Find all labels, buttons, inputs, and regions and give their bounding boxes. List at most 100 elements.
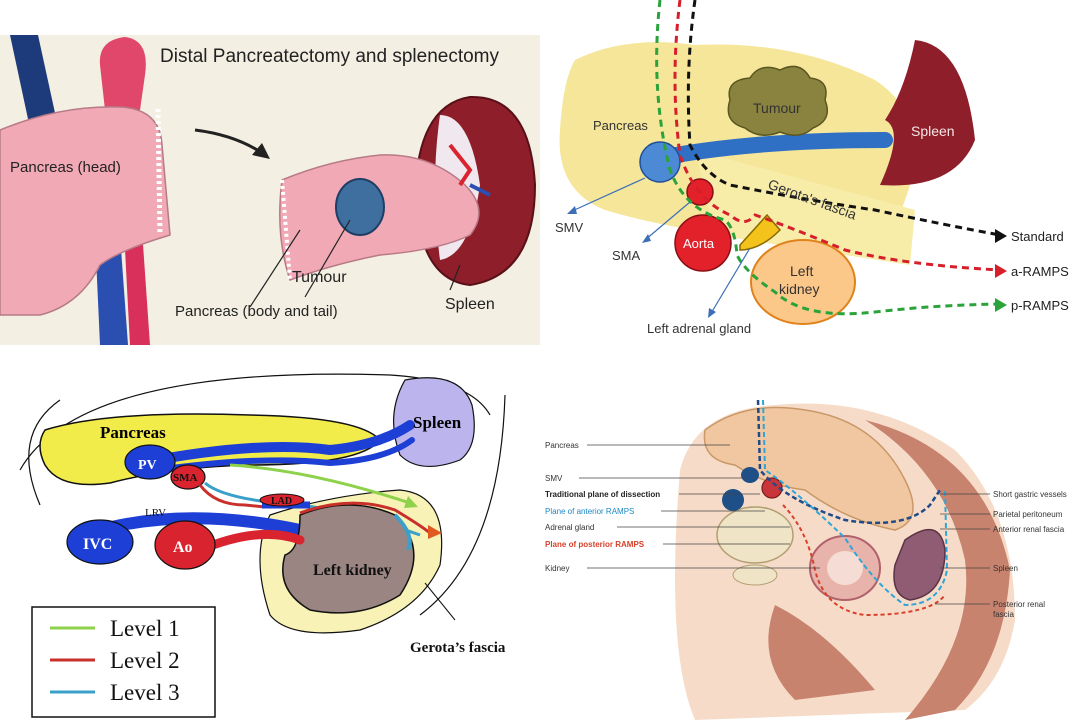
splenic-vein-branch <box>147 437 415 474</box>
label-pv: PV <box>138 458 157 473</box>
standard-plane-line <box>686 0 1001 237</box>
adrenal-leader-head <box>708 308 716 318</box>
left-kidney-shape <box>750 239 856 325</box>
label-ivc: IVC <box>83 536 112 553</box>
label-lad: LAD <box>271 496 292 507</box>
spleen-leader <box>449 264 461 291</box>
label-lrv: LRV <box>145 507 166 519</box>
label-anterior-renal-fascia: Anterior renal fascia <box>993 525 1065 534</box>
splenic-vessel-blue <box>469 183 491 197</box>
ivc-section <box>722 489 744 511</box>
label-spleen: Spleen <box>993 564 1018 573</box>
body-tail-leader <box>249 229 301 308</box>
levels-legend: Level 1 Level 2 Level 3 <box>31 606 216 718</box>
adrenal-gland-shape <box>739 213 782 251</box>
label-traditional-plane: Traditional plane of dissection <box>545 490 660 499</box>
left-kidney-shape <box>282 504 415 614</box>
spleen-section <box>893 528 946 601</box>
level-2-line <box>198 484 266 509</box>
panel-dissection-levels: Pancreas Spleen PV SMA LRV LAD IVC Ao Le… <box>0 355 540 720</box>
ao-shape <box>154 520 216 570</box>
lad-shape <box>259 493 305 507</box>
vessel-stump-top <box>99 37 146 110</box>
aorta-circle <box>674 214 732 272</box>
splenic-vein <box>135 420 415 468</box>
p-ramps-arrowhead <box>995 298 1007 312</box>
legend-label-level-3: Level 3 <box>110 680 180 705</box>
tumour-shape <box>335 178 385 236</box>
label-gerotas-fascia: Gerota’s fascia <box>410 640 506 656</box>
label-left-kidney: Left kidney <box>313 562 392 579</box>
label-plane-posterior-ramps: Plane of posterior RAMPS <box>545 540 645 549</box>
smv-leader-head <box>567 206 577 214</box>
panel-ramps-schematic: Pancreas Tumour Spleen Gerota's fascia S… <box>545 0 1080 345</box>
label-sma: SMA <box>173 472 198 484</box>
label-standard: Standard <box>1011 229 1064 244</box>
posterior-ramps-line <box>782 504 946 617</box>
pv-shape <box>124 444 176 480</box>
peritoneum-arc-left <box>28 399 61 506</box>
sma-leader <box>644 201 691 241</box>
tumour-leader <box>304 219 351 298</box>
pancreas-head-shape <box>0 106 171 316</box>
label-spleen: Spleen <box>445 296 495 313</box>
vertebra-arch <box>732 564 778 586</box>
legend-label-level-1: Level 1 <box>110 616 180 641</box>
smv-leader <box>569 177 646 213</box>
label-spleen: Spleen <box>911 123 955 139</box>
label-sma: SMA <box>612 248 641 263</box>
anterior-ramps-line <box>762 399 949 607</box>
panel-c-illustration: Pancreas Spleen PV SMA LRV LAD IVC Ao Le… <box>19 373 506 718</box>
peritoneum-arc-right <box>419 394 506 616</box>
pancreas-shape <box>703 406 914 531</box>
vertebra-body <box>716 506 794 564</box>
arrow-head <box>252 143 270 159</box>
label-pancreas: Pancreas <box>545 441 579 450</box>
a-ramps-arrowhead <box>995 264 1007 278</box>
sma-vessel <box>124 230 150 345</box>
label-tumour: Tumour <box>753 100 801 116</box>
tumour-cloud <box>727 65 828 136</box>
smv-section <box>741 467 759 483</box>
panel-a-title: Distal Pancreatectomy and splenectomy <box>160 46 499 67</box>
gerotas-leader <box>424 582 456 621</box>
label-smv: SMV <box>545 474 563 483</box>
label-left-adrenal: Left adrenal gland <box>647 321 751 336</box>
sma-shape <box>170 464 206 490</box>
panel-a-illustration: Distal Pancreatectomy and splenectomy Pa… <box>0 35 540 345</box>
label-adrenal-gland: Adrenal gland <box>545 523 594 532</box>
label-smv: SMV <box>555 220 584 235</box>
label-ao: Ao <box>173 539 193 556</box>
label-pancreas-head: Pancreas (head) <box>10 159 121 176</box>
label-pancreas: Pancreas <box>100 423 166 442</box>
abdominal-wall-muscle <box>865 420 1010 720</box>
level-1-arrowhead <box>404 496 418 508</box>
standard-arrowhead <box>995 229 1007 243</box>
label-left-kidney-line1: Left <box>790 263 813 279</box>
panel-b-illustration: Pancreas Tumour Spleen Gerota's fascia S… <box>555 0 1069 336</box>
ivc-shape <box>66 519 134 565</box>
traditional-plane-line <box>756 399 942 525</box>
label-plane-anterior-ramps: Plane of anterior RAMPS <box>545 507 634 516</box>
level-3-kidney-segment <box>393 513 412 551</box>
label-pancreas: Pancreas <box>593 118 648 133</box>
label-short-gastric-vessels: Short gastric vessels <box>993 490 1067 499</box>
aorta-section <box>761 477 783 499</box>
kidney-pelvis <box>827 551 863 585</box>
sma-leader-head <box>642 234 651 243</box>
panel-distal-pancreatectomy: Distal Pancreatectomy and splenectomy Pa… <box>0 35 540 345</box>
label-pancreas-body-tail: Pancreas (body and tail) <box>175 303 338 320</box>
panel-cross-section: Pancreas SMV Traditional plane of dissec… <box>545 390 1080 720</box>
legend-label-level-2: Level 2 <box>110 648 180 673</box>
psoas-muscle <box>768 605 875 700</box>
level-2-arrowhead <box>428 525 442 539</box>
label-aorta: Aorta <box>683 236 715 251</box>
label-p-ramps: p-RAMPS <box>1011 298 1069 313</box>
level-1-line <box>229 463 411 505</box>
splenic-vessel-red <box>448 143 473 187</box>
label-parietal-peritoneum: Parietal peritoneum <box>993 510 1063 519</box>
smv-circle <box>639 141 681 183</box>
spleen-shape <box>880 40 975 186</box>
label-kidney: Kidney <box>545 564 569 573</box>
label-posterior-renal-line1: Posterior renal <box>993 600 1045 609</box>
